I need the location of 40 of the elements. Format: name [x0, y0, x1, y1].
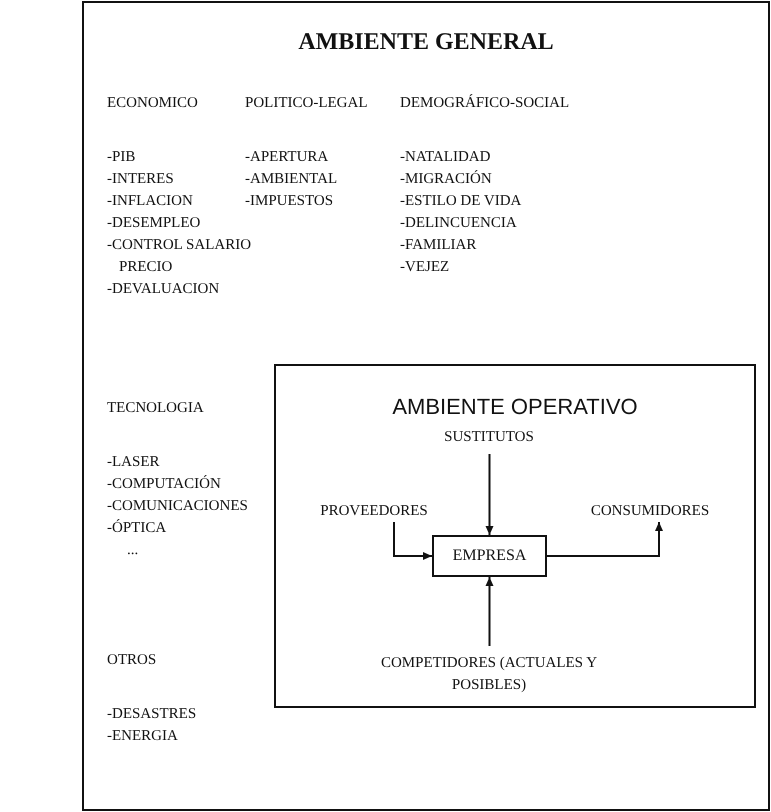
node-label: SUSTITUTOS: [424, 426, 554, 448]
factor-text: TECNOLOGIA: [107, 399, 204, 418]
operating-environment-box: [274, 364, 756, 708]
factor-text: -DELINCUENCIA: [400, 214, 517, 233]
company-box: EMPRESA: [432, 535, 547, 577]
arrow: [486, 454, 494, 535]
arrow: [486, 577, 494, 646]
factor-text: -INFLACION: [107, 192, 193, 211]
factor-text: -COMUNICACIONES: [107, 497, 248, 516]
factor-text: DEMOGRÁFICO-SOCIAL: [400, 93, 570, 113]
node-label: CONSUMIDORES: [564, 500, 736, 522]
arrow: [393, 522, 432, 560]
factor-text: -MIGRACIÓN: [400, 169, 492, 189]
factor-text: -CONTROL SALARIO PRECIO: [107, 236, 252, 277]
factor-text: -ENERGIA: [107, 727, 178, 746]
factor-text: -IMPUESTOS: [245, 192, 334, 211]
factor-text: -INTERES: [107, 170, 174, 189]
factor-text: -DESEMPLEO: [107, 214, 200, 233]
node-label: PROVEEDORES: [299, 500, 449, 522]
factor-text: ECONOMICO: [107, 94, 198, 113]
factor-text: -AMBIENTAL: [245, 170, 338, 189]
box-heading: AMBIENTE OPERATIVO: [391, 394, 639, 420]
factor-text: -ESTILO DE VIDA: [400, 192, 522, 211]
node-label: COMPETIDORES (ACTUALES Y POSIBLES): [374, 652, 604, 696]
factor-text: -APERTURA: [245, 148, 328, 167]
factor-text: -DEVALUACION: [107, 280, 220, 299]
factor-text: -NATALIDAD: [400, 148, 490, 167]
general-environment-frame: [82, 1, 770, 811]
factor-text: OTROS: [107, 651, 156, 670]
factor-text: -PIB: [107, 148, 136, 167]
factor-text: -VEJEZ: [400, 258, 450, 277]
factor-text: POLITICO-LEGAL: [245, 94, 368, 113]
factor-text: ...: [127, 541, 138, 560]
factor-text: -LASER: [107, 453, 160, 472]
factor-text: -ÓPTICA: [107, 518, 166, 538]
arrow: [547, 522, 663, 557]
frame-heading: AMBIENTE GENERAL: [297, 29, 555, 56]
factor-text: -DESASTRES: [107, 705, 196, 724]
factor-text: -FAMILIAR: [400, 236, 476, 255]
factor-text: -COMPUTACIÓN: [107, 474, 221, 494]
